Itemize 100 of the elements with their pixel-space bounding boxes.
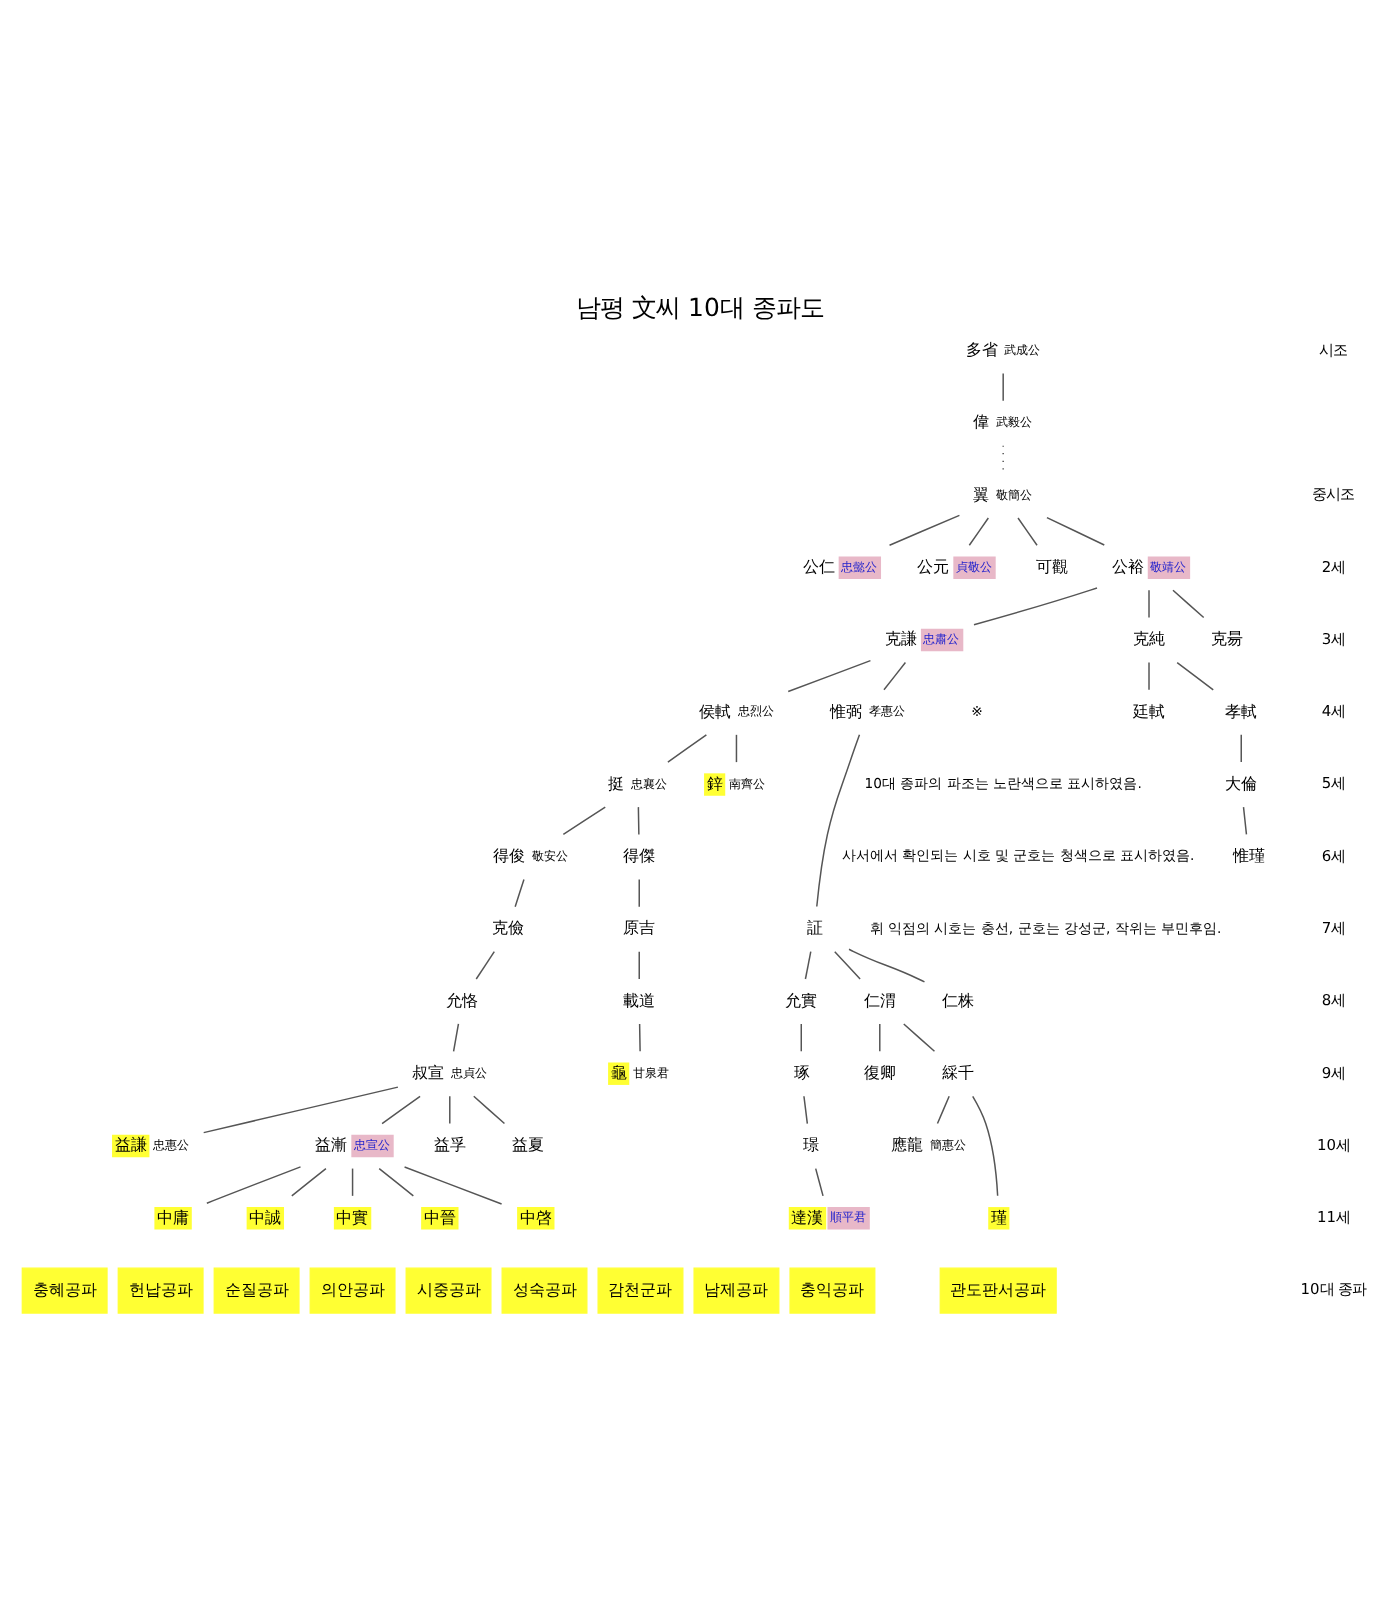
connector (514, 877, 525, 907)
node-text: 得俊 (493, 844, 526, 865)
node-text: 廷軾 (1132, 699, 1165, 720)
node-text: 惟瑾 (1232, 844, 1265, 865)
node-text: 原吉 (623, 916, 656, 937)
label: 충익공파 (800, 1277, 865, 1298)
connector (803, 1094, 809, 1124)
node-text: 璟 (802, 1133, 819, 1154)
label: 감천군파 (608, 1277, 673, 1298)
connector (562, 805, 606, 835)
connector (968, 516, 990, 545)
node-box: 中晉 (421, 1206, 459, 1229)
label: 시중공파 (416, 1277, 481, 1298)
connector (972, 1094, 999, 1196)
node-box: 中實 (333, 1206, 372, 1229)
connector (787, 658, 872, 692)
connector (804, 949, 812, 979)
node-text: 証 (807, 916, 824, 937)
connector (381, 1094, 421, 1124)
label: 의안공파 (320, 1277, 385, 1298)
node-label: 益漸 (315, 1133, 348, 1154)
connector (888, 513, 961, 545)
node-text: 多省 (965, 338, 998, 359)
connector (351, 1166, 354, 1196)
node-text: 可觀 (1035, 554, 1068, 575)
node-text: 孝軾 (1225, 699, 1258, 720)
node-text: 大倫 (1225, 771, 1258, 792)
node-text: 惟弼 (829, 699, 862, 720)
connector (452, 1022, 460, 1052)
label: 헌납공파 (128, 1277, 193, 1298)
node-label: 公仁 (802, 554, 835, 575)
connector (403, 1165, 503, 1204)
connector (879, 1022, 881, 1052)
connector (638, 877, 640, 907)
node-label: 公元 (917, 554, 950, 575)
node-text: 侯軾 (699, 699, 732, 720)
node-text: 挺 (608, 771, 625, 792)
label: 순질공파 (224, 1277, 289, 1298)
connector (378, 1166, 415, 1196)
connector (1172, 588, 1205, 618)
node-text: 琢 (793, 1060, 810, 1081)
node-text: 偉 (973, 410, 990, 431)
connector (473, 1094, 506, 1124)
label: 충혜공파 (32, 1277, 97, 1298)
connector (834, 949, 861, 979)
node-text: 載道 (623, 988, 656, 1009)
connector (814, 1166, 824, 1196)
connector (638, 1022, 641, 1052)
node-box: 中啓 (517, 1206, 555, 1229)
node-text: 益孚 (433, 1133, 466, 1154)
node-text: 克儉 (492, 916, 525, 937)
label: 성숙공파 (512, 1277, 577, 1298)
node-box: 瑾 (988, 1206, 1010, 1229)
connector (1002, 371, 1004, 401)
connector (1046, 515, 1105, 545)
label: 남제공파 (704, 1277, 769, 1298)
connector (202, 1085, 399, 1133)
connector (667, 733, 708, 762)
connector (206, 1165, 302, 1203)
connector (973, 586, 1098, 625)
node-text: 翼 (973, 482, 990, 503)
connector (1242, 805, 1248, 835)
diagram-title: 남평 文씨 10대 종파도 (576, 290, 824, 321)
node-text: 應龍 (891, 1133, 924, 1154)
node-label: 克謙 (884, 627, 917, 648)
node-text: 益夏 (512, 1133, 545, 1154)
node-box: 中誠 (246, 1206, 284, 1229)
node-box: 益謙 (112, 1133, 150, 1157)
connector (638, 949, 640, 979)
connector (848, 947, 926, 982)
node-text: 復卿 (863, 1060, 896, 1081)
connector (291, 1166, 327, 1196)
connector (1017, 516, 1038, 545)
connector (1148, 588, 1150, 618)
node-text: 綵千 (942, 1060, 975, 1081)
connector (800, 1022, 802, 1052)
connector (816, 733, 861, 907)
connector (936, 1094, 950, 1124)
node-text: 仁株 (942, 988, 975, 1009)
node-text: 叔宣 (412, 1060, 445, 1081)
connector (1148, 660, 1150, 690)
node-box: 龜 (608, 1061, 630, 1084)
node-text: 允恪 (446, 988, 479, 1009)
node-text: 克昜 (1211, 627, 1244, 648)
node-text: 克純 (1132, 627, 1165, 648)
connector (735, 733, 738, 762)
node-label: 公裕 (1111, 554, 1144, 575)
connector (1176, 660, 1214, 690)
node-text: 仁渭 (863, 988, 896, 1009)
label: 관도판서공파 (950, 1277, 1047, 1298)
connector (903, 1022, 936, 1052)
node-box: 中庸 (154, 1206, 192, 1229)
connector (1240, 733, 1242, 762)
node-text: 允實 (785, 988, 818, 1009)
node-box: 鋅 (704, 772, 726, 795)
connector (637, 805, 640, 835)
connector (883, 660, 907, 690)
node-text: 得傑 (623, 844, 656, 865)
connector (475, 949, 496, 979)
connector (449, 1094, 451, 1124)
